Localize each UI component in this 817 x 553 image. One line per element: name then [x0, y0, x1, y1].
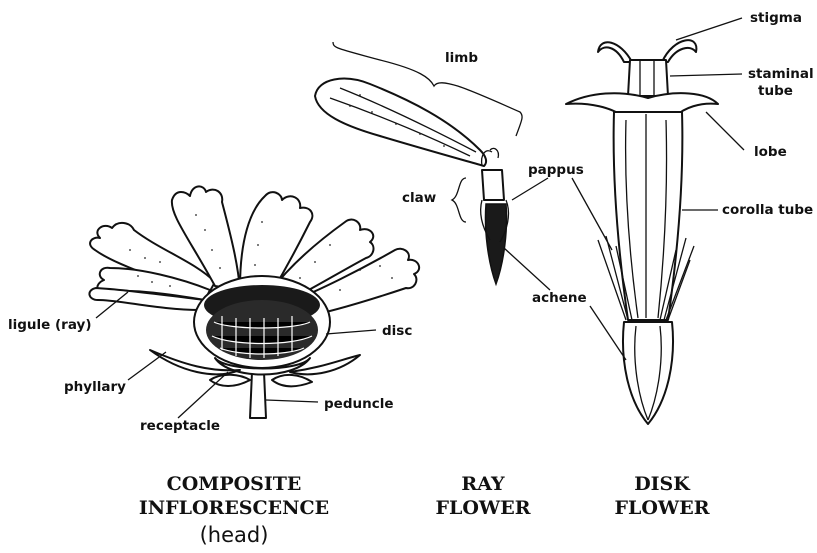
composite-inflorescence-illustration	[89, 186, 419, 418]
caption-composite: COMPOSITE	[167, 473, 302, 495]
label-disc: disc	[382, 323, 412, 339]
label-staminal: staminal	[748, 66, 814, 82]
label-corolla-tube: corolla tube	[722, 202, 813, 218]
label-stigma: stigma	[750, 10, 802, 26]
label-pappus: pappus	[528, 162, 584, 178]
caption-disk: DISK	[634, 473, 691, 495]
disk-flower-illustration	[566, 40, 718, 424]
label-achene: achene	[532, 290, 587, 306]
caption-head: (head)	[200, 523, 269, 547]
captions: COMPOSITE INFLORESCENCE (head) RAY FLOWE…	[139, 473, 710, 547]
label-lobe: lobe	[754, 144, 787, 160]
label-ligule: ligule (ray)	[8, 317, 92, 333]
caption-ray-flower: FLOWER	[435, 497, 530, 519]
caption-inflorescence: INFLORESCENCE	[139, 497, 329, 519]
label-phyllary: phyllary	[64, 379, 126, 395]
part-labels: limb claw pappus achene stigma staminal …	[8, 10, 814, 434]
caption-ray: RAY	[461, 473, 505, 495]
caption-disk-flower: FLOWER	[614, 497, 709, 519]
label-peduncle: peduncle	[324, 396, 394, 412]
label-limb: limb	[445, 50, 478, 66]
label-receptacle: receptacle	[140, 418, 220, 434]
label-claw: claw	[402, 190, 436, 206]
label-staminal-tube: tube	[758, 83, 793, 99]
